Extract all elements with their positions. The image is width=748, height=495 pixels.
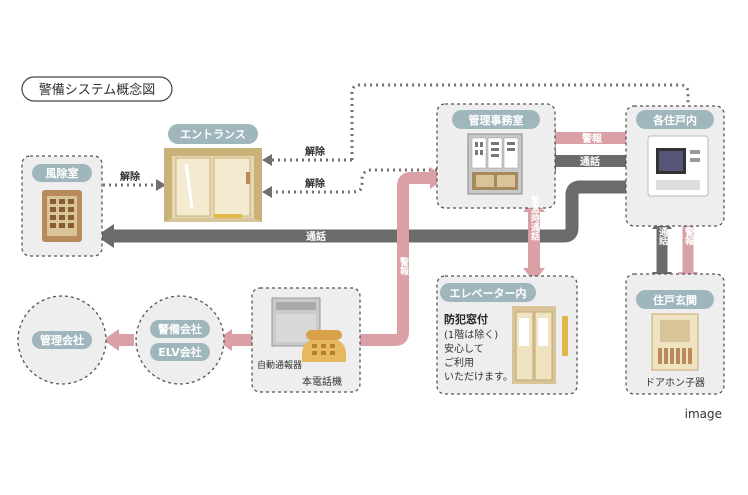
tsuwa-main-arrowhead bbox=[96, 224, 114, 248]
keibi-kaisha-label: 警備会社 bbox=[157, 322, 202, 336]
indoor-monitor-icon bbox=[647, 135, 709, 197]
door-hon-koki-label: ドアホン子器 bbox=[645, 377, 705, 389]
jukogenkan-box: 住戸玄関 ドアホン子器 bbox=[625, 273, 725, 395]
elevator-line2: ご利用 bbox=[444, 356, 474, 369]
tsuwa-main-label: 通話 bbox=[306, 230, 326, 243]
jukogenkan-label: 住戸玄関 bbox=[653, 293, 697, 307]
control-panel-icon bbox=[467, 133, 523, 195]
elevator-line3: いただけます。 bbox=[444, 371, 513, 383]
elevator-label: エレベーター内 bbox=[450, 286, 527, 300]
entrance-box: エントランス bbox=[164, 124, 262, 222]
jido-tsuhoki-label: 自動通報器 bbox=[257, 359, 302, 371]
hon-denwaki-label: 本電話機 bbox=[302, 375, 342, 388]
elevator-box: エレベーター内 防犯窓付 (1階は除く) 安心して ご利用 いただけます。 bbox=[436, 275, 578, 395]
telephone-icon bbox=[302, 330, 346, 362]
dotted-arrowhead-3 bbox=[156, 179, 166, 191]
elevator-door-icon bbox=[512, 306, 568, 384]
dotted-arrowhead-1 bbox=[262, 154, 272, 166]
keiho-label-2: 警報 bbox=[398, 256, 409, 276]
auto-dialer-icon bbox=[271, 297, 321, 347]
kanri-jimushitsu-label: 管理事務室 bbox=[469, 113, 524, 127]
keiho-vertical-label: 警報 bbox=[683, 226, 694, 246]
keiho-label-1: 警報 bbox=[581, 132, 603, 145]
kaku-jukonai-label: 各住戸内 bbox=[652, 113, 697, 127]
tsuwa-main-line bbox=[110, 180, 640, 243]
furyoshitsu-label: 風除室 bbox=[46, 166, 79, 180]
arrow-to-kanri-head bbox=[103, 329, 119, 351]
entrance-label: エントランス bbox=[180, 128, 246, 141]
intercom-panel-icon bbox=[42, 190, 82, 242]
kinkyuji-arrow-down bbox=[523, 268, 545, 282]
elevator-note: (1階は除く) bbox=[444, 328, 498, 341]
keiho-2-line bbox=[358, 172, 434, 346]
door-intercom-icon bbox=[651, 313, 699, 371]
kanri-jimushitsu-box: 管理事務室 bbox=[436, 103, 556, 209]
kaijo-label-1: 解除 bbox=[120, 170, 141, 183]
elv-kaisha-label: ELV会社 bbox=[158, 345, 202, 359]
image-caption: image bbox=[685, 407, 722, 421]
kaku-jukonai-box: 各住戸内 bbox=[625, 105, 725, 227]
entrance-door-icon bbox=[164, 148, 262, 222]
kaijo-label-2: 解除 bbox=[305, 145, 326, 158]
title-badge: 警備システム概念図 bbox=[21, 76, 173, 102]
kinkyuji-label: 緊急時通話 bbox=[529, 195, 540, 241]
title-text: 警備システム概念図 bbox=[39, 82, 156, 98]
tsuwa-vertical-label: 通話 bbox=[657, 226, 668, 246]
kanri-kaisha-circle: 管理会社 bbox=[17, 295, 107, 385]
tsuwa-label-1: 通話 bbox=[580, 155, 600, 168]
keibi-elv-circle: 警備会社 ELV会社 bbox=[135, 295, 225, 385]
elevator-heading: 防犯窓付 bbox=[444, 312, 488, 326]
dotted-arrowhead-2 bbox=[262, 186, 272, 198]
furyoshitsu-box: 風除室 bbox=[21, 155, 103, 257]
phone-box: 自動通報器 本電話機 bbox=[251, 287, 361, 393]
dotted-line-top bbox=[350, 83, 690, 160]
elevator-line1: 安心して bbox=[444, 342, 484, 355]
kanri-kaisha-label: 管理会社 bbox=[40, 333, 84, 347]
kaijo-label-3: 解除 bbox=[305, 177, 326, 190]
